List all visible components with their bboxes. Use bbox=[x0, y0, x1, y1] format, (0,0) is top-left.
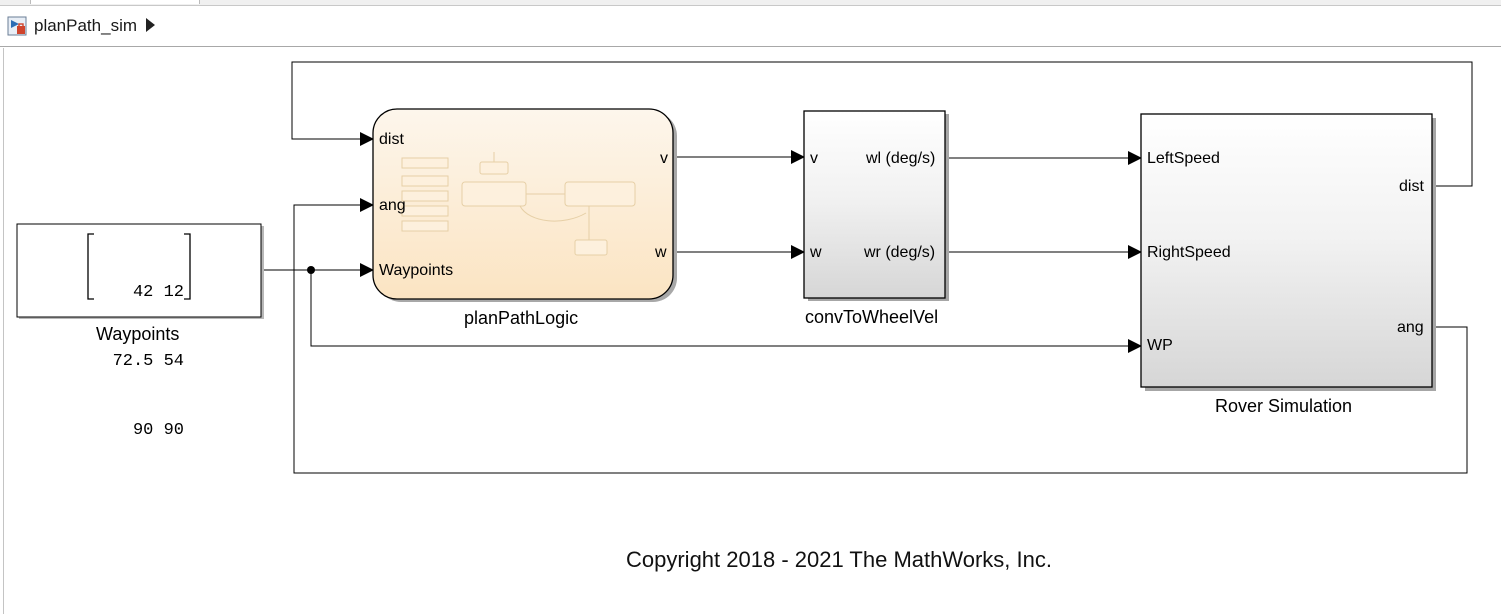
arrowhead bbox=[360, 132, 374, 146]
port-right-speed: RightSpeed bbox=[1147, 244, 1231, 261]
port-waypoints: Waypoints bbox=[379, 262, 454, 279]
port-v-in: v bbox=[810, 150, 818, 167]
breadcrumb-model-name[interactable]: planPath_sim bbox=[34, 16, 138, 35]
plan-path-logic-label: planPathLogic bbox=[464, 308, 579, 328]
arrowhead bbox=[360, 198, 374, 212]
matrix-cell: 72.5 bbox=[112, 352, 154, 371]
signal-line-ang bbox=[293, 204, 1468, 474]
port-w-out: w bbox=[655, 244, 667, 261]
arrowhead bbox=[791, 150, 805, 164]
matrix-row-1: 42 12 bbox=[96, 281, 184, 304]
port-ang: ang bbox=[379, 197, 406, 214]
stateflow-chart-icon bbox=[401, 152, 636, 256]
port-dist: dist bbox=[379, 131, 404, 148]
conv-to-wheel-vel-block[interactable] bbox=[803, 110, 946, 299]
port-wr-out: wr (deg/s) bbox=[864, 244, 936, 261]
matrix-cell: 12 bbox=[163, 283, 184, 302]
rover-simulation-block[interactable] bbox=[1140, 113, 1433, 388]
rover-simulation-label: Rover Simulation bbox=[1215, 396, 1353, 416]
port-w-in: w bbox=[810, 244, 822, 261]
port-ang-out: ang bbox=[1397, 319, 1424, 336]
matrix-brackets bbox=[87, 233, 191, 300]
arrowhead bbox=[360, 263, 374, 277]
port-left-speed: LeftSpeed bbox=[1147, 150, 1220, 167]
simulink-model-icon[interactable] bbox=[7, 16, 27, 36]
breadcrumb: planPath_sim bbox=[0, 6, 1501, 47]
matrix-cell: 54 bbox=[163, 352, 184, 371]
triangle-right-icon[interactable] bbox=[146, 18, 155, 32]
arrowhead bbox=[791, 245, 805, 259]
matrix-row-2: 72.5 54 bbox=[96, 350, 184, 373]
port-wl-out: wl (deg/s) bbox=[866, 150, 936, 167]
branch-point bbox=[307, 266, 315, 274]
copyright-text: Copyright 2018 - 2021 The MathWorks, Inc… bbox=[626, 547, 1052, 572]
waypoints-matrix: 42 12 72.5 54 90 90 bbox=[96, 235, 184, 488]
waypoints-block[interactable] bbox=[16, 223, 262, 318]
arrowheads bbox=[360, 132, 1142, 353]
matrix-cell: 90 bbox=[112, 421, 154, 440]
signal-line-wp-branch bbox=[310, 270, 1128, 347]
diagram-svg bbox=[16, 61, 1473, 474]
arrowhead bbox=[1128, 151, 1142, 165]
model-tab[interactable] bbox=[30, 0, 200, 4]
port-wp: WP bbox=[1147, 337, 1173, 354]
tab-strip bbox=[0, 0, 1501, 6]
arrowhead bbox=[1128, 339, 1142, 353]
port-dist-out: dist bbox=[1399, 178, 1424, 195]
model-canvas[interactable]: 42 12 72.5 54 90 90 Waypoints dist ang W… bbox=[3, 48, 1501, 614]
signal-line-dist bbox=[291, 61, 1473, 187]
matrix-cell: 90 bbox=[163, 421, 184, 440]
waypoints-block-label: Waypoints bbox=[96, 324, 180, 344]
signal-lines bbox=[261, 61, 1473, 474]
matrix-row-3: 90 90 bbox=[96, 419, 184, 442]
arrowhead bbox=[1128, 245, 1142, 259]
matrix-cell: 42 bbox=[112, 283, 154, 302]
conv-to-wheel-vel-label: convToWheelVel bbox=[805, 307, 939, 327]
port-v-out: v bbox=[660, 150, 668, 167]
